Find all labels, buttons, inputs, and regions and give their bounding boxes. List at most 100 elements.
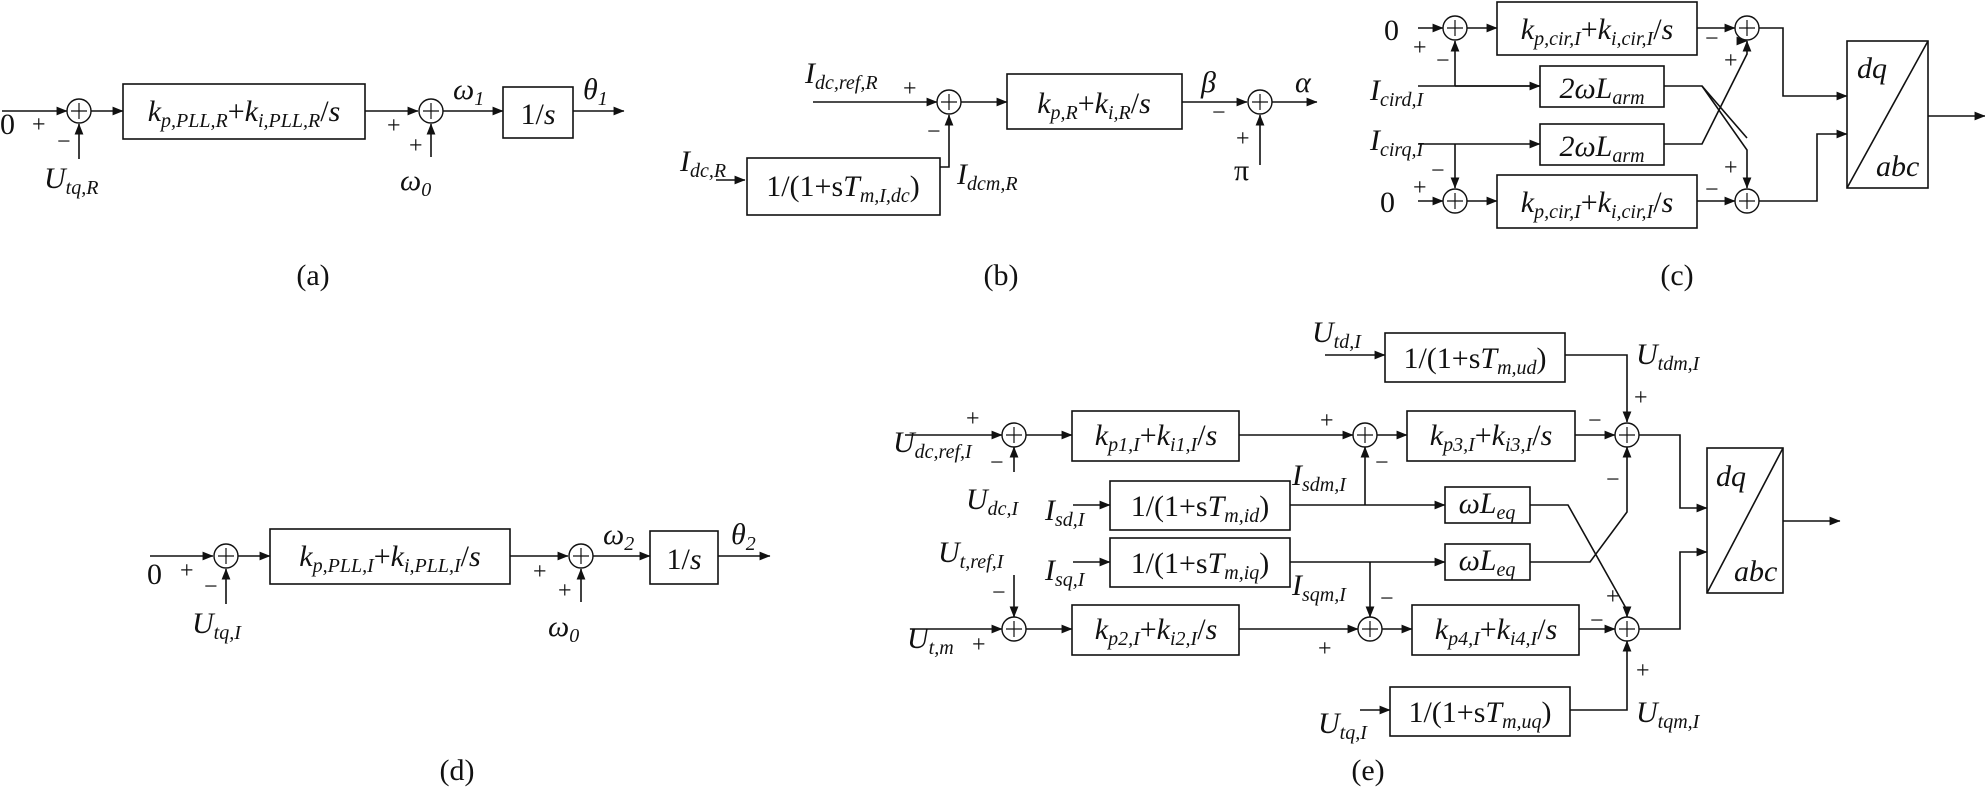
signal-label: Utqm,I	[1636, 696, 1701, 733]
panel-a: kp,PLL,R+ki,PLL,R/s 1/s 0 + − + + Utq,R …	[0, 73, 625, 292]
sign: +	[1724, 48, 1738, 74]
wire	[1759, 129, 1848, 202]
signal-label: Ut,m	[907, 622, 954, 659]
sign: −	[1705, 26, 1719, 52]
sign: −	[1590, 608, 1604, 634]
summing-junction	[213, 543, 239, 569]
signal-label: Utdm,I	[1636, 338, 1701, 375]
panel-b: kp,R+ki,R/s 1/(1+sTm,I,dc) Idc,ref,R Idc…	[679, 57, 1318, 292]
filter-block	[1384, 332, 1566, 383]
signal-label: Utq,R	[44, 162, 98, 199]
sign: +	[558, 578, 572, 604]
pi-controller-block	[269, 528, 511, 585]
summing-junction	[1734, 188, 1760, 214]
sign: −	[1380, 586, 1394, 612]
sign: +	[409, 133, 423, 159]
pi-controller-block	[1006, 73, 1183, 130]
wire	[940, 114, 954, 168]
signal-label: ω2	[603, 518, 634, 555]
sign: +	[533, 559, 547, 585]
sign: +	[1413, 175, 1427, 201]
signal-label: Icirq,I	[1369, 124, 1424, 161]
signal-label: Idc,R	[679, 145, 726, 182]
block-label: kp,PLL,I+ki,PLL,I/s	[299, 540, 480, 577]
sign: +	[972, 632, 986, 658]
panel-e: 1/(1+sTm,ud) kp1,I+ki1,I/s kp3,I+ki3,I/s…	[893, 316, 1841, 787]
sign: −	[990, 450, 1004, 476]
block-label: ωLeq	[1459, 544, 1516, 581]
summing-junction	[568, 543, 594, 569]
block-label: 1/(1+sTm,id)	[1131, 490, 1270, 527]
sign: −	[1705, 177, 1719, 203]
wire	[1530, 446, 1632, 563]
block-label: ωLeq	[1459, 487, 1516, 524]
wire	[1759, 27, 1848, 101]
filter-block	[1389, 686, 1571, 737]
sign: −	[1588, 408, 1602, 434]
signal-label: Udc,ref,I	[893, 426, 973, 463]
signal-label: θ2	[731, 518, 756, 555]
signal-label: ω1	[453, 73, 484, 110]
signal-label: α	[1295, 66, 1312, 99]
block-label: kp,PLL,R+ki,PLL,R/s	[148, 95, 341, 132]
pi-controller-block	[1411, 604, 1580, 656]
signal-label: Ut,ref,I	[938, 536, 1005, 573]
wire	[1701, 85, 1752, 189]
wire	[1639, 434, 1708, 513]
sign: −	[204, 574, 218, 600]
sign: −	[1375, 450, 1389, 476]
zero-input: 0	[0, 108, 15, 141]
pi-controller-block	[1496, 174, 1698, 229]
integrator-block	[649, 530, 719, 585]
wire	[1565, 354, 1632, 423]
signal-label: Idcm,R	[956, 158, 1018, 195]
transform-diagonal	[1846, 40, 1929, 189]
signal-label: θ1	[583, 73, 608, 110]
transform-label-abc: abc	[1876, 150, 1919, 183]
sign: +	[1318, 636, 1332, 662]
zero-input: 0	[147, 558, 162, 591]
panel-c: kp,cir,I+ki,cir,I/s kp,cir,I+ki,cir,I/s …	[1369, 1, 1985, 292]
sign: +	[1320, 408, 1334, 434]
sign: +	[903, 76, 917, 102]
block-label: 2ωLarm	[1559, 72, 1644, 109]
summing-junction	[1001, 616, 1027, 642]
sign: +	[32, 112, 46, 138]
panel-d: kp,PLL,I+ki,PLL,I/s 1/s 0 + − + + Utq,I …	[147, 518, 771, 787]
signal-label: Icird,I	[1369, 74, 1424, 111]
sign: −	[1436, 48, 1450, 74]
pi-controller-block	[1071, 604, 1240, 656]
sign: −	[57, 129, 71, 155]
caption-b: (b)	[984, 259, 1019, 292]
gain-block	[1539, 65, 1665, 108]
block-label: kp4,I+ki4,I/s	[1435, 613, 1558, 650]
signal-label: ω0	[548, 610, 579, 647]
summing-junction	[1614, 616, 1640, 642]
summing-junction	[1442, 188, 1468, 214]
signal-label: Isq,I	[1044, 554, 1086, 591]
filter-block	[1109, 480, 1291, 531]
block-label: 1/(1+sTm,iq)	[1131, 547, 1270, 584]
pi-controller-block	[1071, 410, 1240, 462]
pi-controller-block	[122, 83, 366, 140]
filter-block	[746, 157, 941, 216]
signal-label: Utd,I	[1312, 316, 1362, 353]
transform-diagonal	[1706, 447, 1784, 594]
gain-block	[1444, 543, 1531, 581]
block-label: 2ωLarm	[1559, 130, 1644, 167]
signal-label: Isdm,I	[1291, 459, 1347, 496]
sign: +	[1236, 126, 1250, 152]
filter-block	[1109, 537, 1291, 588]
block-label: 1/s	[666, 543, 701, 576]
sign: +	[1606, 584, 1620, 610]
summing-junction	[1442, 15, 1468, 41]
block-label: kp3,I+ki3,I/s	[1430, 419, 1553, 456]
block-label: kp,cir,I+ki,cir,I/s	[1521, 13, 1674, 50]
sign: +	[180, 558, 194, 584]
pi-controller-block	[1496, 1, 1698, 56]
signal-label: ω0	[400, 164, 431, 201]
caption-c: (c)	[1660, 259, 1693, 292]
gain-block	[1444, 486, 1531, 524]
block-label: kp1,I+ki1,I/s	[1095, 419, 1218, 456]
